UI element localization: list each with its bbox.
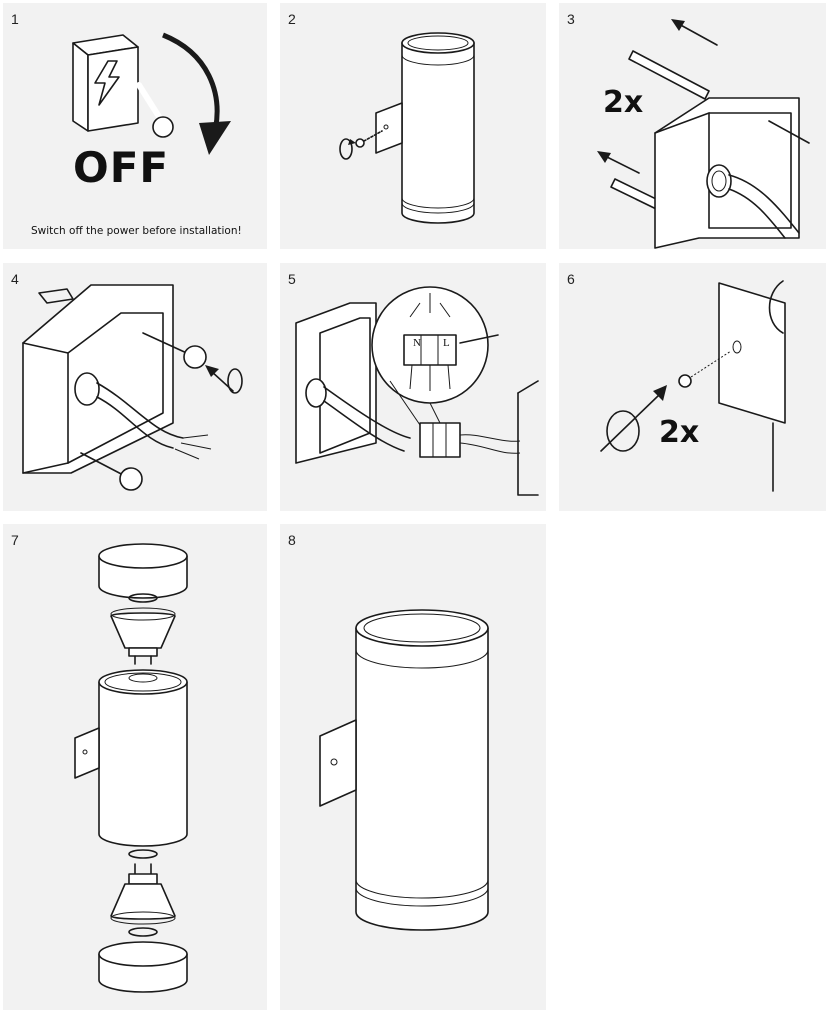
step-number: 3	[567, 11, 575, 27]
step-panel-5: 5 N L	[280, 263, 546, 511]
step-number: 5	[288, 271, 296, 287]
finished-lamp-illustration	[319, 609, 489, 931]
wiring-connection-illustration	[295, 286, 539, 496]
step-number: 8	[288, 532, 296, 548]
quantity-label: 2x	[659, 415, 700, 450]
step-number: 4	[11, 271, 19, 287]
step-panel-1: 1 OFF Switch off the power before instal…	[3, 3, 267, 249]
bulb-installation-exploded-illustration	[74, 543, 188, 993]
step-panel-4: 4	[3, 263, 267, 511]
step-number: 6	[567, 271, 575, 287]
screw-fixing-illustration	[22, 284, 243, 491]
lightning-icon	[94, 60, 120, 106]
step-number: 1	[11, 11, 19, 27]
step-panel-6: 6 2x	[559, 263, 826, 511]
lamp-screw-fixing-illustration	[600, 280, 786, 492]
step-panel-2: 2	[280, 3, 546, 249]
terminal-label-l: L	[443, 337, 450, 349]
curved-arrow-icon	[162, 32, 220, 132]
lamp-mounting-bracket-illustration	[339, 32, 475, 224]
warning-caption: Switch off the power before installation…	[31, 225, 242, 237]
step-number: 2	[288, 11, 296, 27]
step-panel-8: 8	[280, 524, 546, 1010]
off-label: OFF	[73, 143, 170, 192]
quantity-label: 2x	[603, 85, 644, 120]
step-number: 7	[11, 532, 19, 548]
wall-plugs-illustration	[597, 19, 810, 249]
step-panel-7: 7	[3, 524, 267, 1010]
step-panel-3: 3 2x	[559, 3, 826, 249]
power-switch-illustration	[72, 32, 231, 155]
terminal-label-n: N	[413, 337, 421, 349]
